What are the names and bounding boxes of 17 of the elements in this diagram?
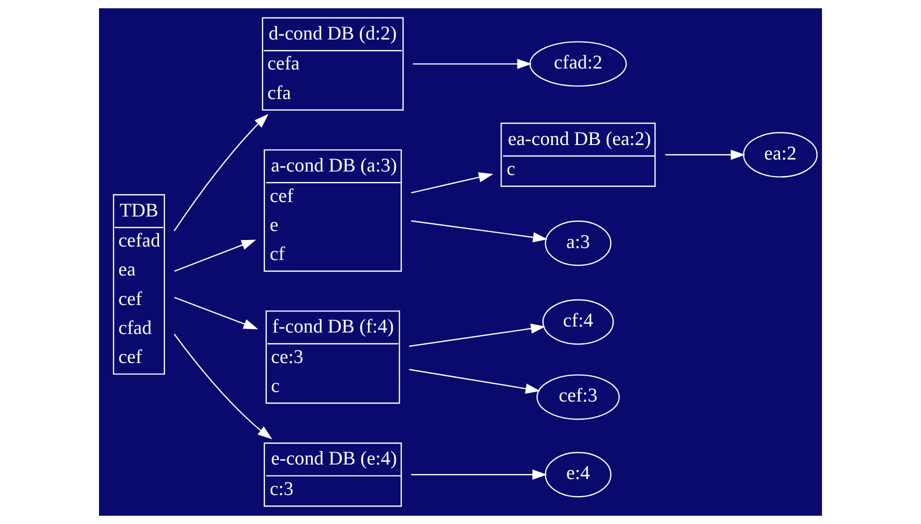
arrow xyxy=(174,240,256,272)
node-ellipse: a:3 xyxy=(544,220,612,266)
arrow xyxy=(409,368,540,394)
arrow xyxy=(174,334,272,440)
node-ellipse: e:4 xyxy=(544,452,612,498)
arrow xyxy=(665,150,746,160)
arrow xyxy=(412,58,532,70)
arrow xyxy=(174,296,258,330)
node-ellipse: cef:3 xyxy=(536,374,620,420)
node-ellipse: ea:2 xyxy=(743,132,818,178)
arrow xyxy=(411,172,494,194)
node-ellipse: cfad:2 xyxy=(529,41,627,87)
arrow xyxy=(411,220,548,242)
arrow xyxy=(174,114,268,232)
arrow xyxy=(411,470,547,480)
arrow xyxy=(409,324,546,347)
node-ellipse: cf:4 xyxy=(542,299,614,345)
